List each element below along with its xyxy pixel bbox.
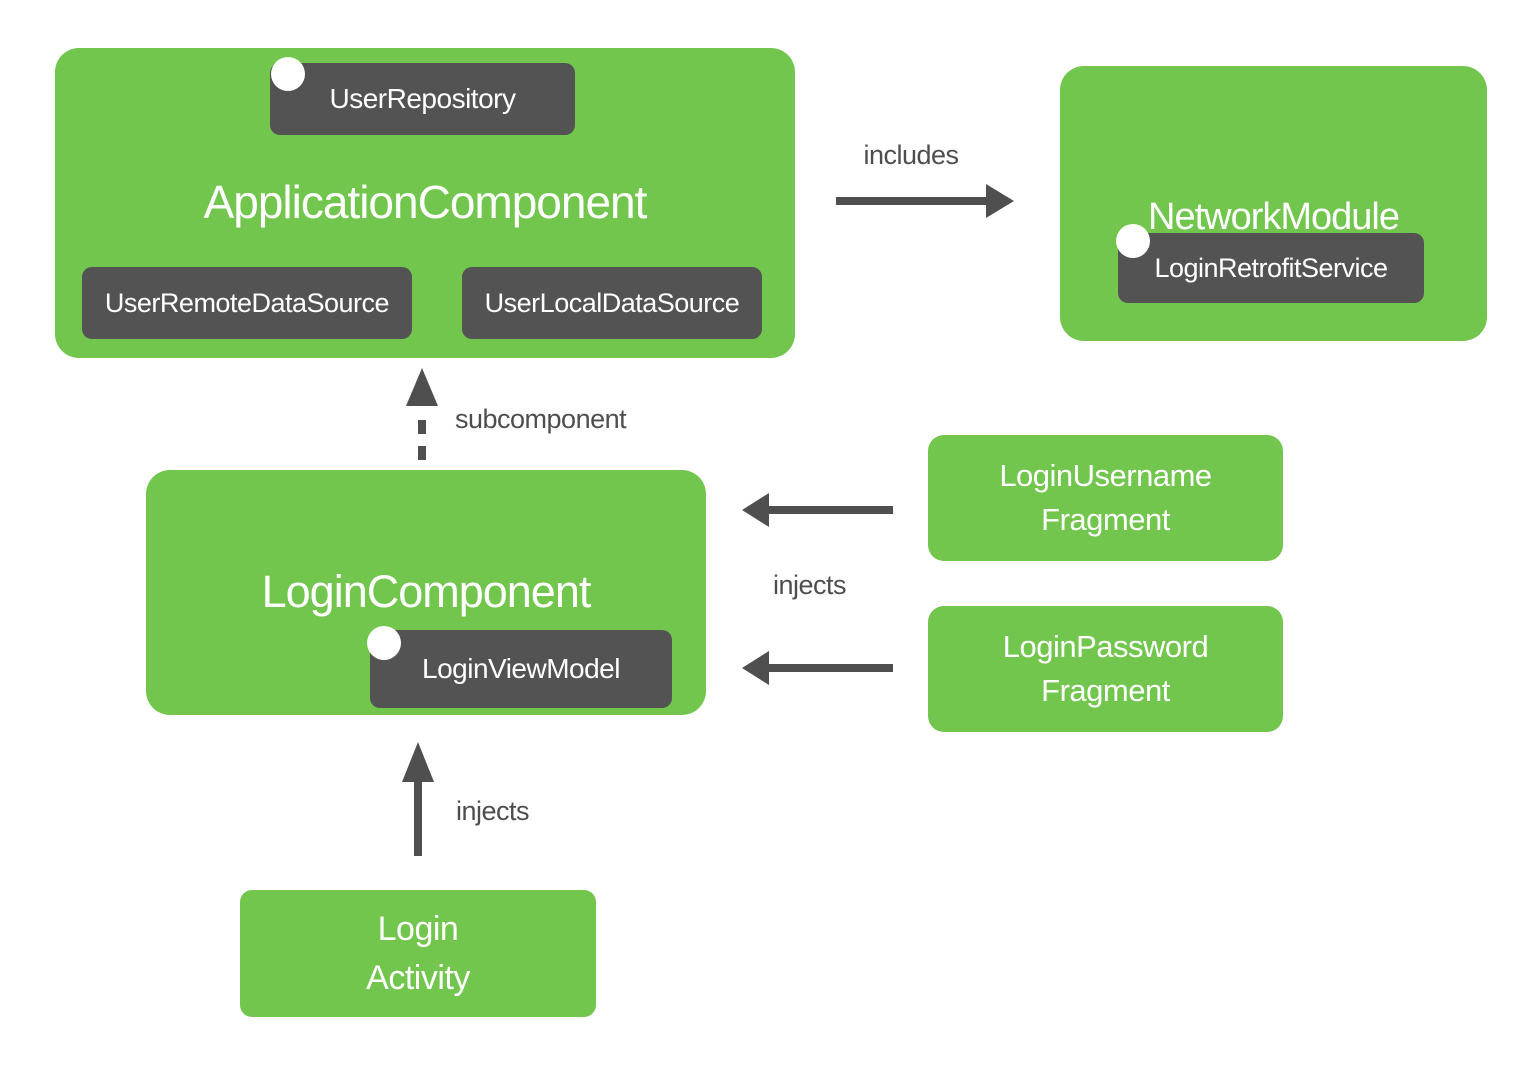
user-local-data-source-badge: UserLocalDataSource	[462, 267, 762, 339]
activity-injects-arrow-shaft	[414, 780, 422, 856]
login-component-title: LoginComponent	[261, 566, 592, 617]
login-username-fragment-node: LoginUsername Fragment	[928, 435, 1283, 561]
subcomponent-arrow-head-icon	[406, 368, 438, 406]
password-injects-arrow-shaft	[769, 664, 893, 672]
user-repository-label: UserRepository	[329, 83, 516, 114]
includes-arrow-head-icon	[986, 184, 1014, 218]
login-view-model-dot-icon	[367, 626, 401, 660]
login-component-node: LoginComponent LoginViewModel	[146, 470, 706, 715]
injects-fragments-label: injects	[773, 570, 847, 600]
login-activity-line1: Login	[377, 909, 459, 948]
login-view-model-badge: LoginViewModel	[370, 630, 672, 708]
login-username-fragment-line2: Fragment	[1041, 502, 1170, 537]
login-password-fragment-line1: LoginPassword	[1002, 629, 1209, 664]
application-component-node: UserRepository ApplicationComponent User…	[55, 48, 795, 358]
login-username-fragment-line1: LoginUsername	[999, 458, 1212, 493]
user-remote-data-source-badge: UserRemoteDataSource	[82, 267, 412, 339]
network-module-node: NetworkModule LoginRetrofitService	[1060, 66, 1487, 341]
username-injects-arrow-shaft	[769, 506, 893, 514]
network-module-title: NetworkModule	[1148, 196, 1400, 238]
application-component-title: ApplicationComponent	[203, 176, 648, 228]
login-retrofit-service-badge: LoginRetrofitService	[1118, 233, 1424, 303]
login-view-model-label: LoginViewModel	[422, 653, 620, 684]
subcomponent-label: subcomponent	[455, 404, 627, 434]
username-injects-arrow-head-icon	[742, 493, 769, 527]
login-activity-node: Login Activity	[240, 890, 596, 1017]
user-remote-data-source-label: UserRemoteDataSource	[104, 287, 390, 318]
subcomponent-arrow-dash	[418, 420, 426, 434]
login-password-fragment-line2: Fragment	[1041, 673, 1170, 708]
injects-activity-label: injects	[456, 796, 530, 826]
user-repository-dot-icon	[271, 57, 305, 91]
includes-arrow-shaft	[836, 197, 988, 205]
user-local-data-source-label: UserLocalDataSource	[484, 287, 740, 318]
password-injects-arrow-head-icon	[742, 651, 769, 685]
login-activity-line2: Activity	[366, 958, 470, 997]
user-repository-badge: UserRepository	[270, 63, 575, 135]
includes-label: includes	[863, 140, 959, 170]
activity-injects-arrow-head-icon	[402, 742, 434, 782]
login-password-fragment-node: LoginPassword Fragment	[928, 606, 1283, 732]
login-retrofit-service-label: LoginRetrofitService	[1154, 252, 1388, 283]
subcomponent-arrow-dash	[418, 446, 426, 460]
login-retrofit-service-dot-icon	[1116, 224, 1150, 258]
